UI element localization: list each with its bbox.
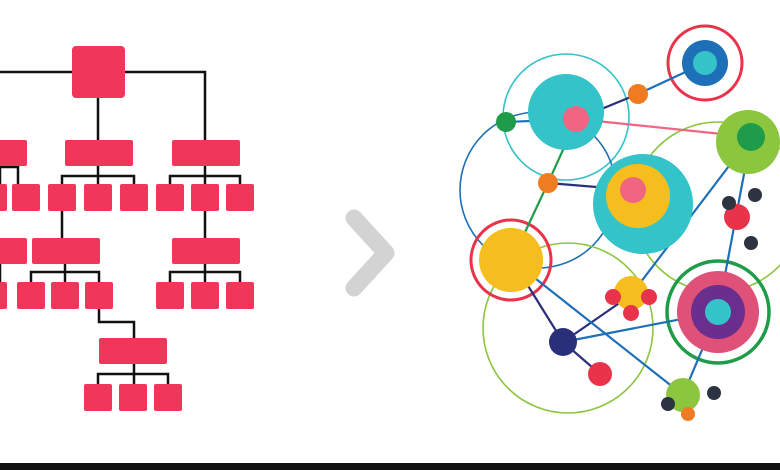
node-dark	[722, 196, 736, 210]
tree-node	[172, 238, 240, 264]
tree-node	[0, 184, 7, 211]
tree-node	[156, 282, 184, 309]
node-dark	[748, 188, 762, 202]
tree-node	[120, 184, 148, 211]
network-graph-icon	[459, 24, 780, 421]
outline-ring	[482, 242, 654, 414]
tree-node	[84, 184, 112, 211]
node-teal	[705, 299, 731, 325]
tree-node	[99, 338, 167, 364]
tree-node	[32, 238, 100, 264]
node-teal	[693, 51, 717, 75]
outline-ring	[665, 259, 771, 365]
node-red	[605, 289, 621, 305]
tree-node	[226, 282, 254, 309]
tree-node	[17, 282, 45, 309]
node-dark	[661, 397, 675, 411]
node-orange	[681, 407, 695, 421]
tree-node	[0, 282, 7, 309]
tree-node	[51, 282, 79, 309]
node-orange	[538, 173, 558, 193]
tree-node	[85, 282, 113, 309]
tree-node	[191, 184, 219, 211]
tree-node	[84, 384, 112, 411]
node-dark	[744, 236, 758, 250]
tree-node	[172, 140, 240, 166]
outline-ring	[469, 218, 553, 302]
tree-node	[65, 140, 133, 166]
hierarchy-blocks	[0, 46, 254, 411]
outline-ring	[666, 24, 744, 102]
tree-node	[119, 384, 147, 411]
node-dark-green	[496, 112, 516, 132]
root-node	[72, 46, 125, 98]
node-red	[724, 204, 750, 230]
node-red	[641, 289, 657, 305]
node-pink	[563, 106, 589, 132]
node-dark-green	[737, 123, 765, 151]
node-dark	[707, 386, 721, 400]
hierarchy-connectors	[0, 70, 242, 384]
tree-node	[191, 282, 219, 309]
node-navy	[549, 328, 577, 356]
edge	[511, 259, 684, 396]
tree-node	[0, 238, 27, 264]
tree-node	[12, 184, 40, 211]
node-pink	[620, 177, 646, 203]
tree-node	[156, 184, 184, 211]
node-red	[588, 362, 612, 386]
node-yellow	[479, 228, 543, 292]
tree-node	[154, 384, 182, 411]
bottom-border	[0, 463, 780, 470]
tree-node	[0, 140, 27, 166]
tree-node	[48, 184, 76, 211]
node-red	[623, 305, 639, 321]
node-orange	[628, 84, 648, 104]
chevron-right-icon	[345, 209, 395, 297]
node-yellow	[614, 276, 648, 310]
tree-node	[226, 184, 254, 211]
